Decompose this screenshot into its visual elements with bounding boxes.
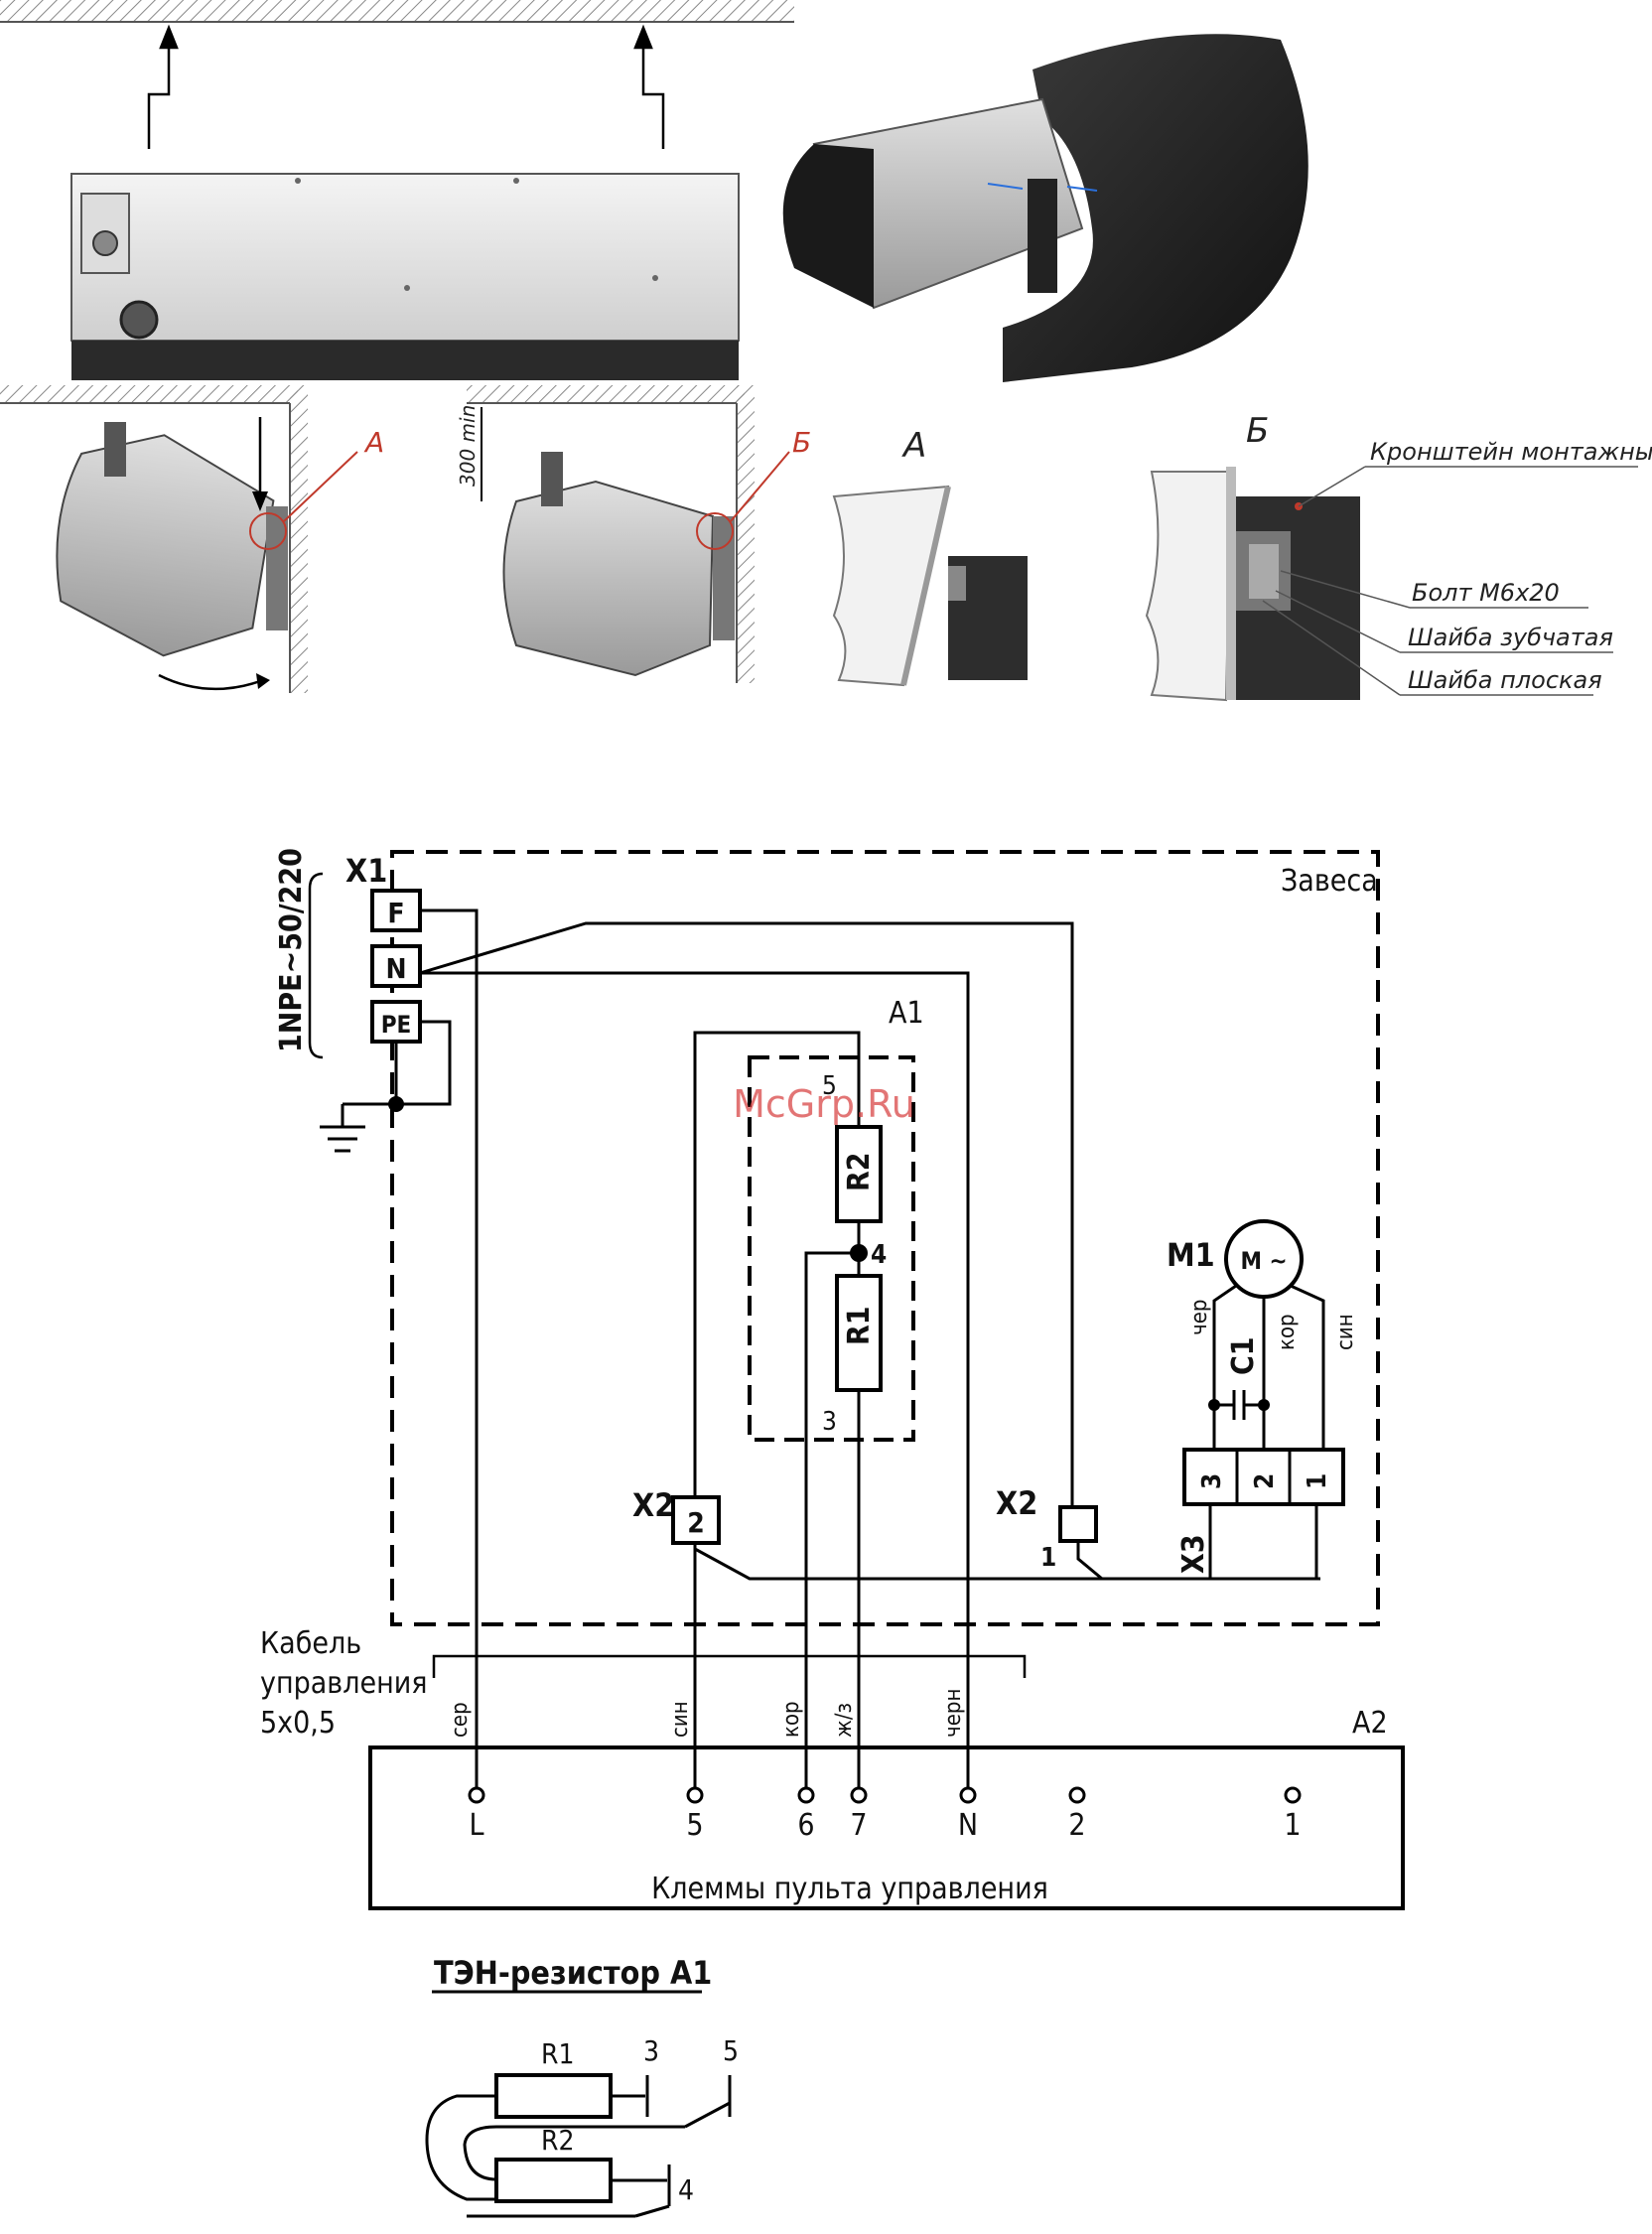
svg-text:N: N	[385, 952, 406, 985]
svg-text:5х0,5: 5х0,5	[260, 1706, 336, 1741]
svg-text:3: 3	[1197, 1473, 1227, 1489]
panel-terminal-dot	[1286, 1788, 1300, 1802]
svg-text:ж/з: ж/з	[832, 1703, 857, 1738]
lift-arrow-left	[149, 28, 177, 149]
resistor-detail: ТЭН-резистор А1 R1 3 5 R2 4	[427, 1954, 739, 2224]
svg-text:син: син	[668, 1701, 693, 1738]
panel-terminal-dot	[1070, 1788, 1084, 1802]
x2-left-label: X2	[632, 1486, 674, 1524]
a2-label: A2	[1352, 1706, 1388, 1741]
svg-text:2: 2	[1250, 1473, 1280, 1489]
svg-text:1: 1	[1040, 1543, 1056, 1573]
panel-terminal-label: 5	[686, 1808, 703, 1843]
svg-text:R2: R2	[541, 2124, 575, 2157]
svg-text:кор: кор	[1275, 1314, 1300, 1350]
x3-label: X3	[1176, 1534, 1211, 1574]
capacitor-c1	[1208, 1390, 1270, 1420]
wall-bracket-3d-illustration	[783, 34, 1308, 382]
svg-text:1: 1	[1303, 1473, 1332, 1489]
svg-text:Кабель: Кабель	[260, 1626, 361, 1661]
curtain-label: Завеса	[1281, 864, 1378, 899]
callout-bolt: Болт М6х20	[1412, 579, 1560, 607]
svg-text:кор: кор	[779, 1701, 804, 1738]
callout-toothed-washer: Шайба зубчатая	[1408, 624, 1613, 651]
svg-text:R1: R1	[541, 2037, 575, 2070]
x2-right-pin	[1060, 1507, 1096, 1541]
detail-b: Б Кронштейн монтажный Болт М6х20 Шайба з…	[1147, 411, 1652, 700]
svg-text:черн: черн	[941, 1689, 966, 1738]
svg-text:C1: C1	[1226, 1336, 1261, 1375]
panel-caption: Клеммы пульта управления	[651, 1872, 1048, 1906]
panel-terminals: L 5 6 7 N 2 1	[469, 1788, 1301, 1843]
svg-text:R2: R2	[842, 1152, 877, 1191]
panel-terminal-label: N	[958, 1808, 978, 1843]
svg-text:M ~: M ~	[1240, 1247, 1287, 1275]
panel-terminal-label: 1	[1284, 1808, 1301, 1843]
power-bracket	[310, 874, 323, 1057]
wire-x2-x3	[695, 1549, 1320, 1579]
detail-b-title: Б	[1246, 411, 1269, 451]
svg-text:5: 5	[723, 2034, 739, 2067]
mount-step-1: А	[0, 385, 384, 693]
callout-bracket: Кронштейн монтажный	[1370, 438, 1652, 466]
ceiling-mount-illustration	[0, 0, 794, 380]
label-b: Б	[792, 426, 811, 459]
svg-text:син: син	[1333, 1314, 1358, 1350]
svg-text:3: 3	[643, 2034, 659, 2067]
resistor-detail-title: ТЭН-резистор А1	[434, 1954, 712, 1992]
mount-bracket	[1028, 179, 1057, 293]
a1-label: A1	[889, 996, 924, 1031]
svg-text:управления: управления	[260, 1666, 428, 1701]
svg-text:3: 3	[822, 1407, 837, 1437]
svg-text:4: 4	[678, 2173, 694, 2206]
panel-terminal-dot	[470, 1788, 483, 1802]
power-label: 1NPE~50/220	[274, 848, 309, 1052]
panel-terminal-dot	[852, 1788, 866, 1802]
motor-wire-sin	[1291, 1286, 1323, 1450]
svg-text:4: 4	[871, 1240, 887, 1270]
curtain-end-cap	[783, 144, 874, 308]
mount-step-2: 300 min Б	[456, 385, 811, 683]
wiring-schematic: Завеса 1NPE~50/220 X1 F N PE A1	[260, 848, 1403, 1908]
cable-bracket	[434, 1656, 1025, 1678]
svg-text:чер: чер	[1187, 1300, 1212, 1335]
x1-label: X1	[345, 852, 387, 890]
svg-text:2: 2	[687, 1506, 705, 1539]
ceiling-hatch	[0, 0, 794, 22]
detail-r1	[496, 2075, 611, 2117]
lift-arrow-right	[635, 28, 663, 149]
svg-text:сер: сер	[448, 1702, 473, 1738]
svg-text:F: F	[387, 897, 404, 929]
watermark: McGrp.Ru	[733, 1082, 915, 1126]
label-a: А	[363, 426, 384, 459]
panel-terminal-dot	[961, 1788, 975, 1802]
m1-label: M1	[1167, 1236, 1215, 1274]
curtain-body-front	[71, 174, 739, 341]
detail-r2	[496, 2160, 611, 2201]
callout-flat-washer: Шайба плоская	[1408, 666, 1602, 694]
clearance-label: 300 min	[456, 405, 480, 487]
svg-text:PE: PE	[381, 1011, 412, 1039]
panel-terminal-label: 6	[797, 1808, 814, 1843]
panel-terminal-label: 7	[850, 1808, 867, 1843]
curtain-grille	[71, 341, 739, 380]
panel-terminal-label: L	[469, 1808, 483, 1843]
panel-terminal-dot	[688, 1788, 702, 1802]
svg-text:R1: R1	[842, 1306, 877, 1345]
x2-right-label: X2	[996, 1484, 1037, 1522]
detail-a: А	[834, 426, 1028, 685]
detail-a-title: А	[901, 426, 926, 466]
panel-terminal-label: 2	[1068, 1808, 1085, 1843]
panel-terminal-dot	[799, 1788, 813, 1802]
wire-n-to-x2	[420, 923, 1072, 1507]
